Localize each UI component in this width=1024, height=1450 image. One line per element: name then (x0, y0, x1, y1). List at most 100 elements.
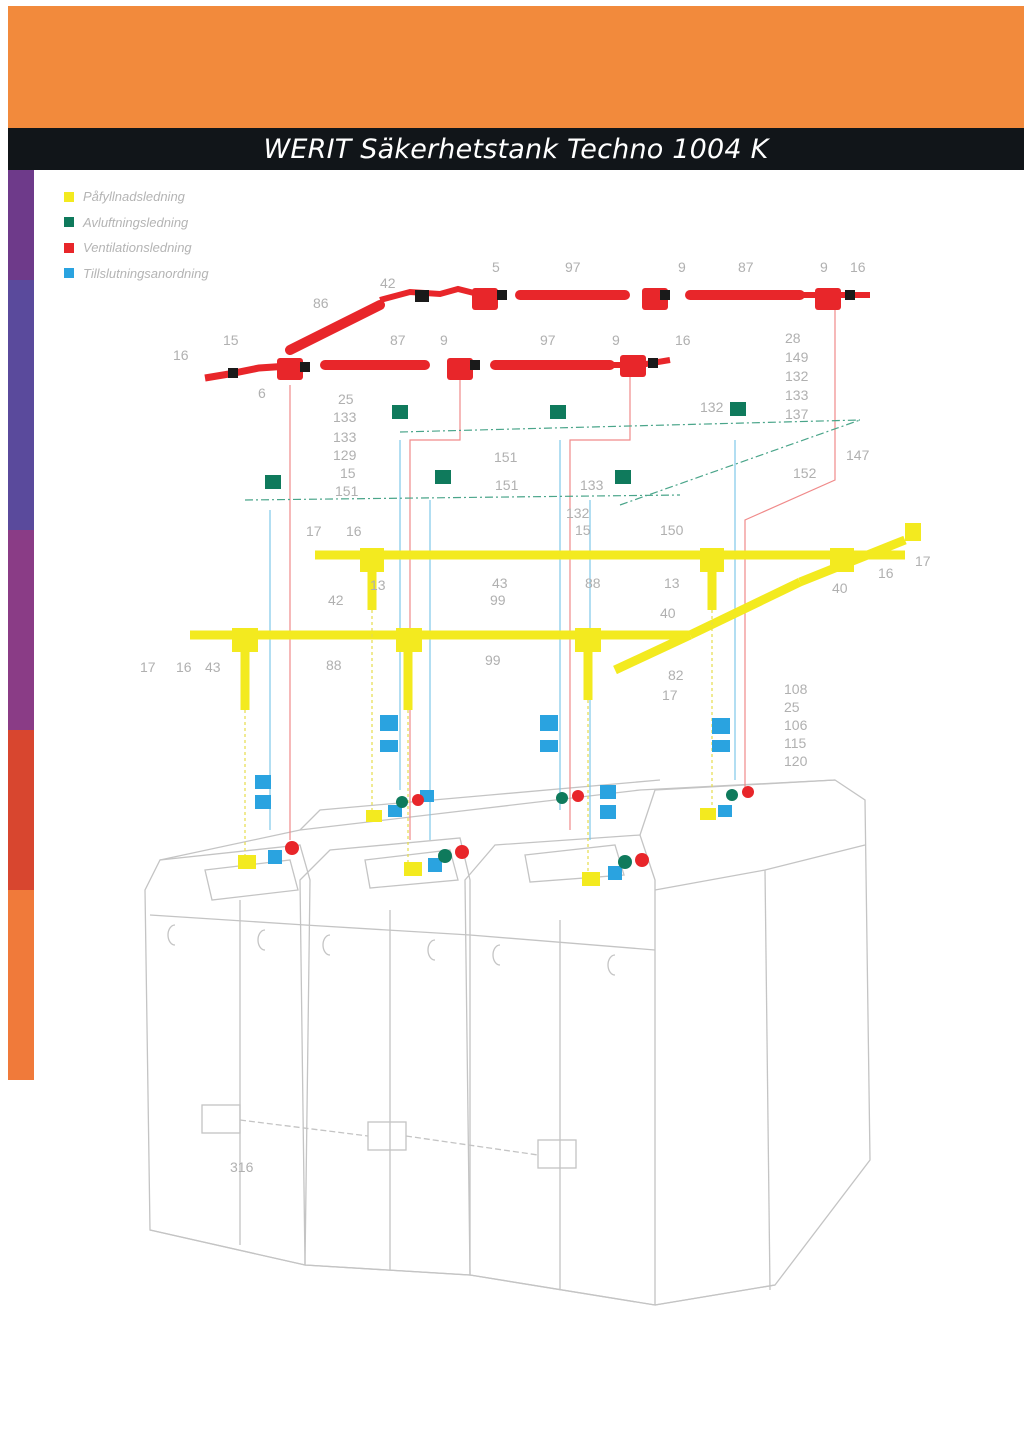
tank-handle-3 (322, 934, 331, 956)
part-label: 132 (785, 368, 809, 384)
part-label: 9 (820, 259, 828, 275)
part-label: 147 (846, 447, 870, 463)
part-label: 13 (370, 577, 386, 593)
tank-seam-1 (149, 914, 656, 951)
part-label: 43 (492, 575, 508, 591)
part-label: 82 (668, 667, 684, 683)
tank-divider-right (764, 869, 771, 1291)
vent-drop-lines (289, 300, 836, 840)
legend-item-closure: Tillslutningsanordning (64, 261, 344, 287)
part-label: 17 (306, 523, 322, 539)
part-label: 15 (223, 332, 239, 348)
part-label: 87 (390, 332, 406, 348)
part-label: 133 (785, 387, 809, 403)
part-label: 25 (338, 391, 354, 407)
level-sensor-left (201, 1104, 241, 1134)
part-label: 9 (678, 259, 686, 275)
tank-handle-6 (607, 954, 616, 976)
legend-label: Påfyllnadsledning (83, 189, 185, 205)
tank-base (149, 1229, 776, 1306)
part-label: 40 (832, 580, 848, 596)
legend-swatch-blue (64, 268, 74, 279)
closure-drop-lines (269, 440, 736, 840)
tank-handle-5 (492, 944, 501, 966)
overflow-horizontal-lines (244, 419, 861, 506)
part-label: 17 (915, 553, 931, 569)
part-label: 40 (660, 605, 676, 621)
side-strip-orange (8, 890, 34, 1080)
legend-label: Tillslutningsanordning (83, 265, 209, 281)
side-strip-red (8, 730, 34, 890)
part-label: 120 (784, 753, 808, 769)
part-label: 15 (340, 465, 356, 481)
legend-item-fill: Påfyllnadsledning (64, 184, 344, 210)
part-label: 28 (785, 330, 801, 346)
part-label: 16 (878, 565, 894, 581)
part-label: 42 (380, 275, 396, 291)
part-label: 132 (700, 399, 724, 415)
part-label: 152 (793, 465, 817, 481)
part-label: 16 (346, 523, 362, 539)
part-label: 99 (485, 652, 501, 668)
tank-back (639, 779, 871, 1306)
tank-handle-1 (167, 924, 176, 946)
part-label: 15 (575, 522, 591, 538)
legend: Påfyllnadsledning Avluftningsledning Ven… (64, 184, 344, 286)
tank-left (144, 844, 311, 1266)
tank-seam-2 (654, 844, 866, 891)
part-label: 6 (258, 385, 266, 401)
part-label: 115 (784, 735, 807, 751)
part-label: 108 (784, 681, 808, 697)
legend-swatch-green (64, 217, 74, 228)
tank-inner-lid-middle (364, 849, 459, 889)
part-label: 43 (205, 659, 221, 675)
part-label: 97 (540, 332, 556, 348)
part-label: 137 (785, 406, 809, 422)
legend-swatch-yellow (64, 191, 74, 202)
legend-label: Avluftningsledning (83, 214, 189, 230)
part-label: 88 (326, 657, 342, 673)
part-label: 16 (675, 332, 691, 348)
part-label: 9 (612, 332, 620, 348)
side-strip-indigo (8, 280, 34, 530)
title-bar: WERIT Säkerhetstank Techno 1004 K (8, 128, 1024, 170)
tank-middle (299, 837, 471, 1276)
level-sensor-right (537, 1139, 577, 1169)
part-label: 149 (785, 349, 809, 365)
part-label: 99 (490, 592, 506, 608)
part-label: 150 (660, 522, 684, 538)
side-strip-purple (8, 170, 34, 280)
part-label: 133 (580, 477, 604, 493)
tank-handle-2 (257, 929, 266, 951)
part-label: 133 (333, 409, 357, 425)
part-label: 88 (585, 575, 601, 591)
part-label: 151 (495, 477, 519, 493)
part-label: 151 (494, 449, 518, 465)
part-label: 87 (738, 259, 754, 275)
page-title: WERIT Säkerhetstank Techno 1004 K (263, 133, 769, 165)
legend-swatch-red (64, 242, 74, 253)
legend-item-vent: Ventilationsledning (64, 235, 344, 261)
vent-pipes (204, 285, 870, 382)
part-label: 17 (662, 687, 678, 703)
part-label: 5 (492, 259, 500, 275)
legend-item-overflow: Avluftningsledning (64, 210, 344, 236)
part-labels: 42 86 5 97 9 87 9 16 16 15 87 9 97 9 16 … (140, 259, 931, 1175)
tank-inner-lid-right (524, 844, 625, 883)
side-strip-violet (8, 530, 34, 730)
part-label: 17 (140, 659, 156, 675)
part-label: 13 (664, 575, 680, 591)
part-label: 16 (850, 259, 866, 275)
part-label: 16 (173, 347, 189, 363)
part-label: 86 (313, 295, 329, 311)
part-label: 97 (565, 259, 581, 275)
fill-pipes (190, 523, 921, 886)
part-label: 16 (176, 659, 192, 675)
tank-handle-4 (427, 939, 436, 961)
part-label: 9 (440, 332, 448, 348)
overflow-fittings (265, 402, 746, 489)
tank-outlines (144, 779, 871, 1306)
tank-connectors (285, 786, 754, 869)
tank-top-rim (159, 779, 836, 861)
connection-lines (244, 300, 861, 840)
